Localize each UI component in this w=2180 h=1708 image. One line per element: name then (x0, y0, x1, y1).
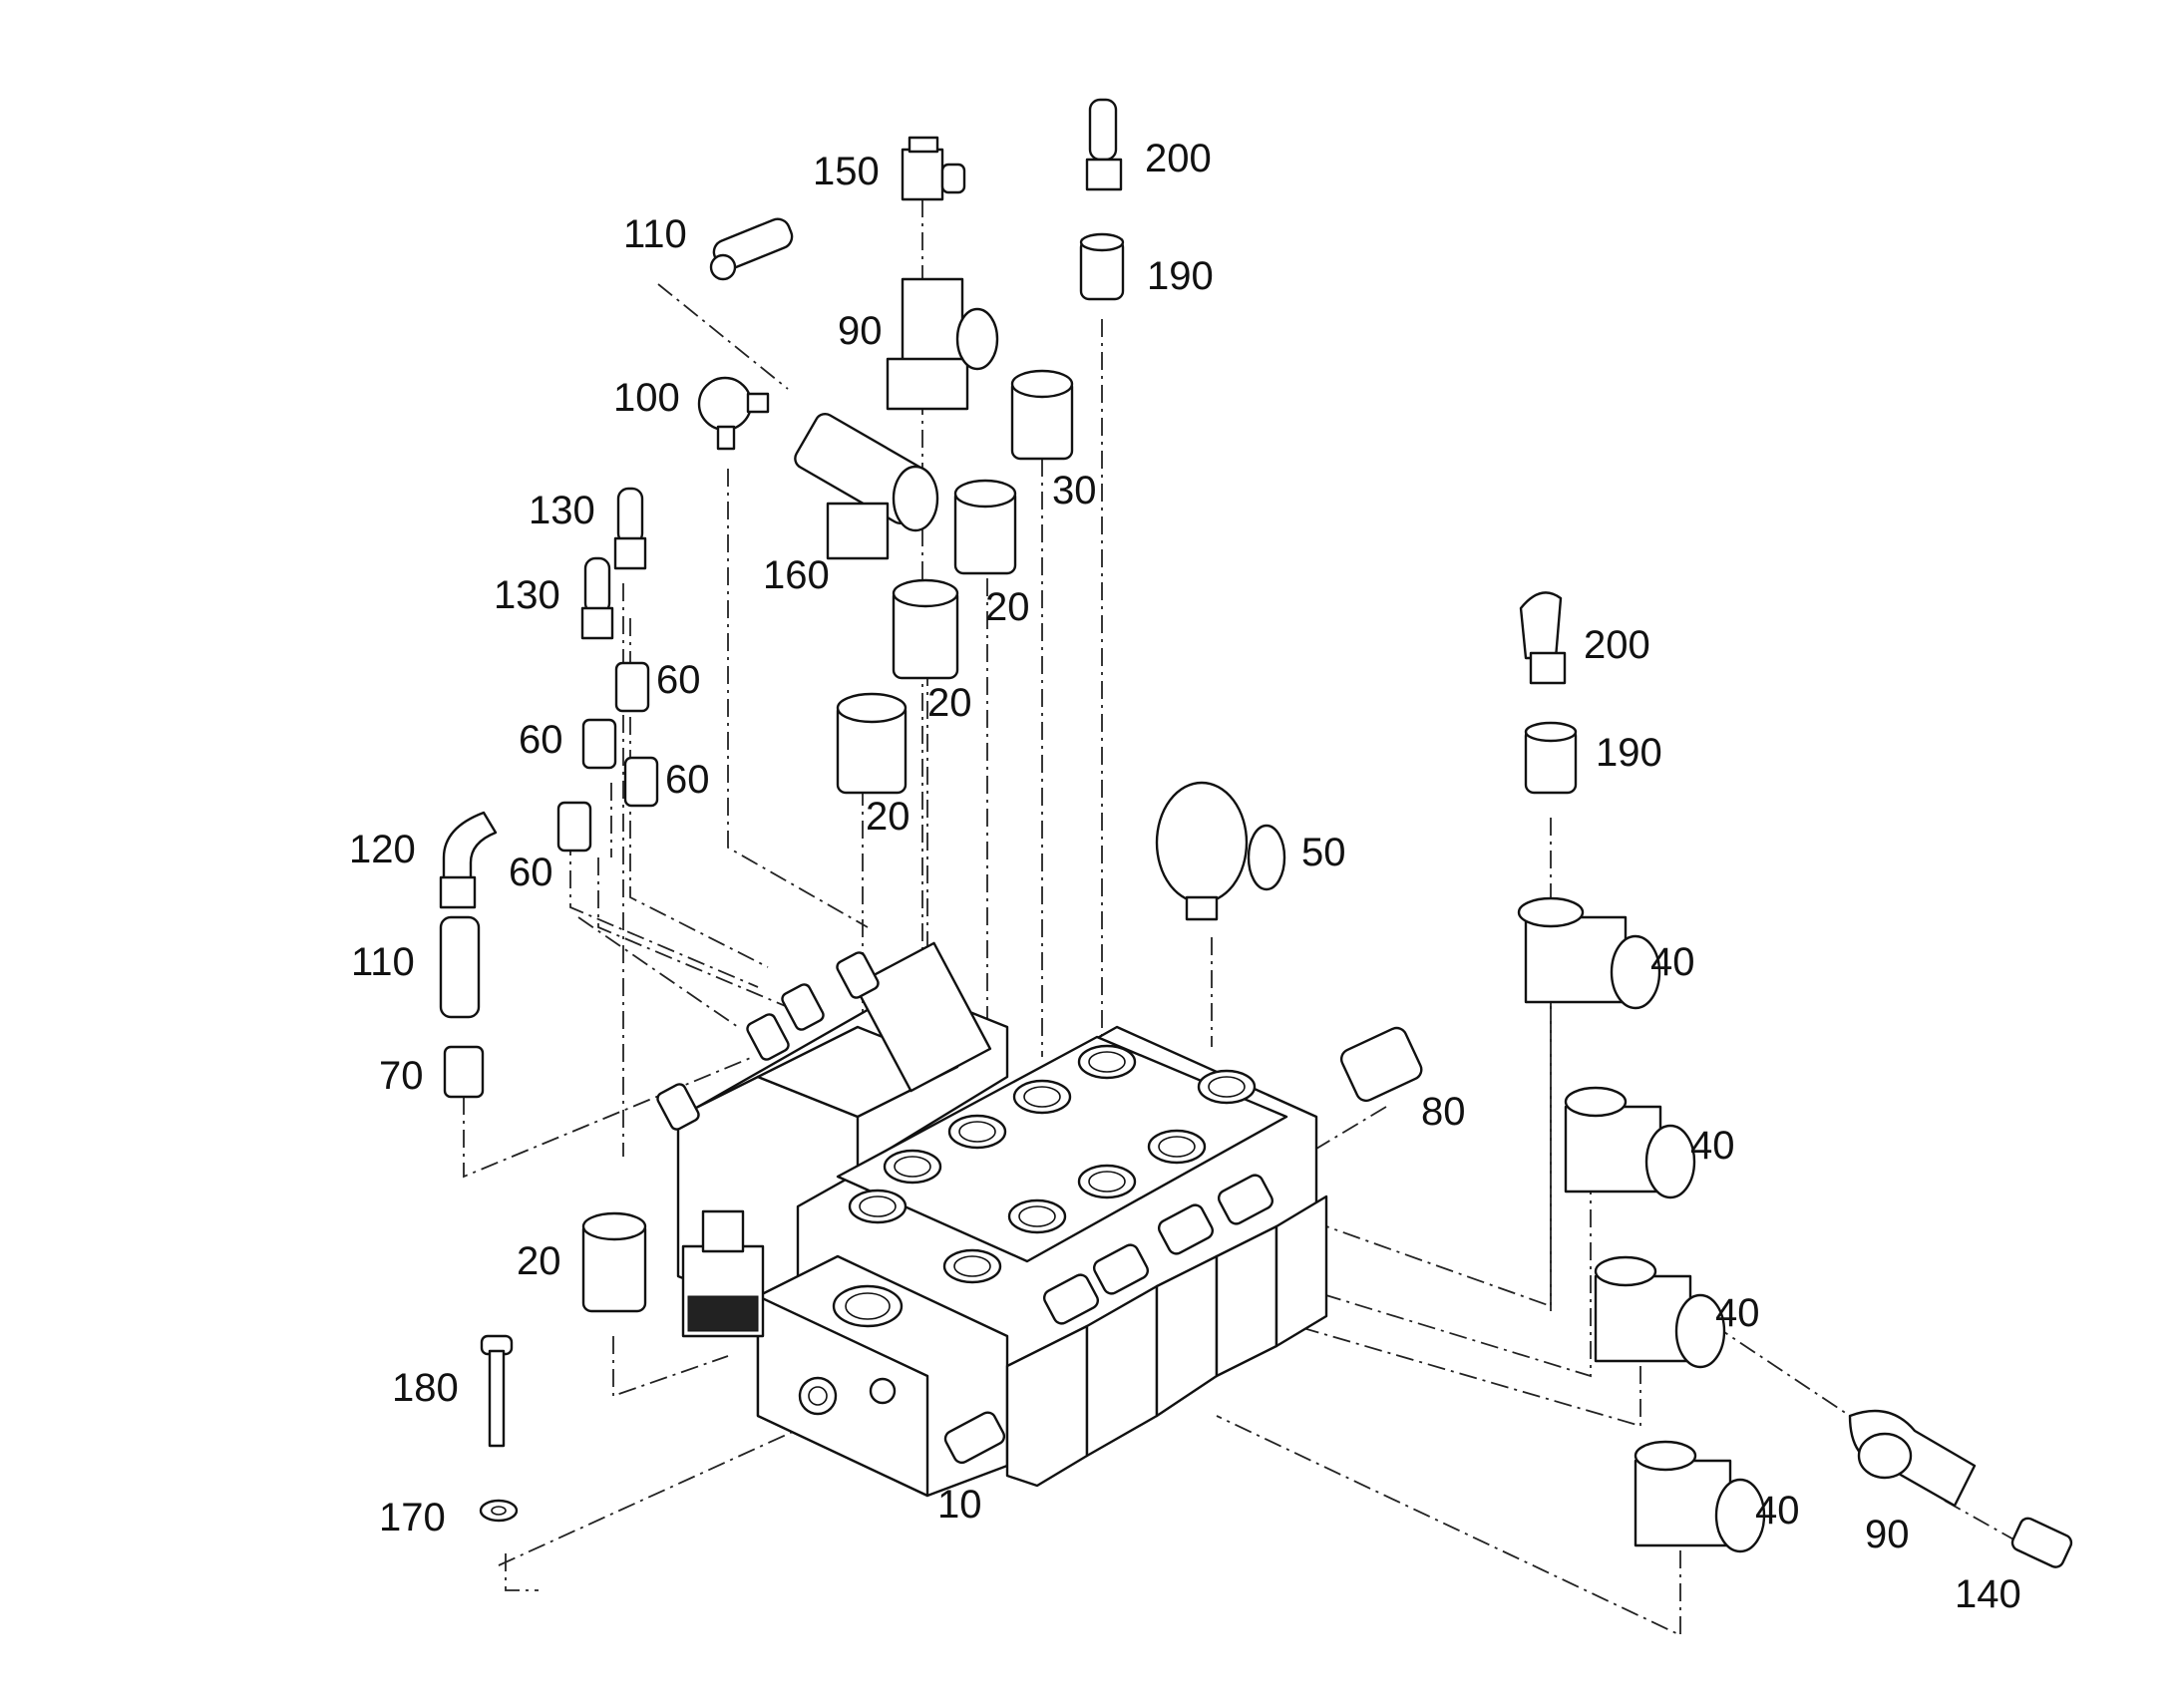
callout-40-c: 40 (1715, 1291, 1760, 1335)
callout-90-top: 90 (838, 309, 883, 353)
elbow-fitting-130b (580, 556, 614, 640)
callout-180: 180 (392, 1366, 459, 1410)
callout-80: 80 (1421, 1090, 1466, 1134)
fitting-20c (836, 692, 908, 795)
fitting-200a (1085, 98, 1123, 191)
callout-110-left: 110 (351, 940, 415, 984)
callout-160: 160 (763, 553, 830, 597)
tee-fitting-90a (886, 277, 999, 411)
tee-fitting-90b (1848, 1409, 1977, 1508)
elbow-fitting-120 (439, 811, 498, 909)
callout-20-b: 20 (927, 681, 972, 725)
fitting-190b (1524, 721, 1578, 795)
fitting-40d (1634, 1440, 1766, 1553)
fitting-80 (1339, 1026, 1423, 1103)
callout-170: 170 (379, 1496, 446, 1539)
callout-90-bottom: 90 (1865, 1513, 1910, 1556)
fittings (439, 98, 2073, 1568)
callout-40-a: 40 (1650, 940, 1695, 984)
callout-labels: 150 200 110 190 90 100 30 130 160 130 20… (349, 137, 2021, 1616)
callout-20-d: 20 (517, 1239, 561, 1283)
callout-40-d: 40 (1755, 1489, 1800, 1533)
callout-130-b: 130 (494, 573, 560, 617)
callout-190-top: 190 (1147, 254, 1214, 298)
fitting-100 (697, 376, 770, 451)
callout-110-top: 110 (623, 212, 687, 256)
bolt-180 (480, 1334, 514, 1448)
fitting-60b (581, 718, 617, 770)
leader-lines (463, 199, 2025, 1637)
fitting-150 (901, 136, 966, 201)
callout-60-b: 60 (519, 718, 563, 762)
fitting-40a (1517, 896, 1661, 1010)
callout-50: 50 (1301, 831, 1346, 874)
callout-60-d: 60 (509, 851, 553, 894)
callout-60-a: 60 (656, 658, 701, 702)
callout-200-right: 200 (1584, 623, 1650, 667)
callout-130-a: 130 (529, 489, 595, 532)
callout-190-right: 190 (1596, 731, 1662, 775)
block-ports (798, 1044, 1257, 1416)
valve-block (656, 941, 1328, 1498)
fitting-60a (614, 661, 650, 713)
callout-70: 70 (379, 1054, 424, 1098)
fitting-70 (443, 1045, 485, 1099)
callout-20-a: 20 (985, 585, 1030, 629)
fitting-60c (623, 756, 659, 808)
callout-60-c: 60 (665, 758, 710, 802)
callout-20-c: 20 (866, 795, 910, 839)
callout-30: 30 (1052, 469, 1097, 512)
fitting-140 (2010, 1517, 2073, 1568)
fitting-190a (1079, 232, 1125, 301)
callout-100: 100 (613, 376, 680, 420)
fitting-20d (581, 1211, 647, 1313)
elbow-fitting-200b (1519, 591, 1567, 685)
callout-10: 10 (937, 1483, 982, 1527)
fitting-20b (892, 578, 959, 680)
callout-150: 150 (813, 150, 880, 193)
callout-120: 120 (349, 828, 416, 871)
washer-170 (479, 1499, 519, 1523)
tee-fitting-160 (794, 412, 939, 560)
callout-140: 140 (1955, 1572, 2021, 1616)
fitting-40c (1594, 1255, 1726, 1369)
fitting-110b (439, 915, 481, 1019)
fitting-20a (953, 479, 1017, 575)
fitting-40b (1564, 1086, 1696, 1199)
elbow-fitting-130a (613, 487, 647, 570)
callout-200-top: 200 (1145, 137, 1212, 180)
fitting-110a (709, 217, 794, 281)
solenoid-cartridges (943, 1174, 1274, 1465)
fitting-60d (556, 801, 592, 853)
fitting-30 (1010, 369, 1074, 461)
fitting-50 (1155, 781, 1286, 921)
callout-40-b: 40 (1690, 1124, 1735, 1168)
